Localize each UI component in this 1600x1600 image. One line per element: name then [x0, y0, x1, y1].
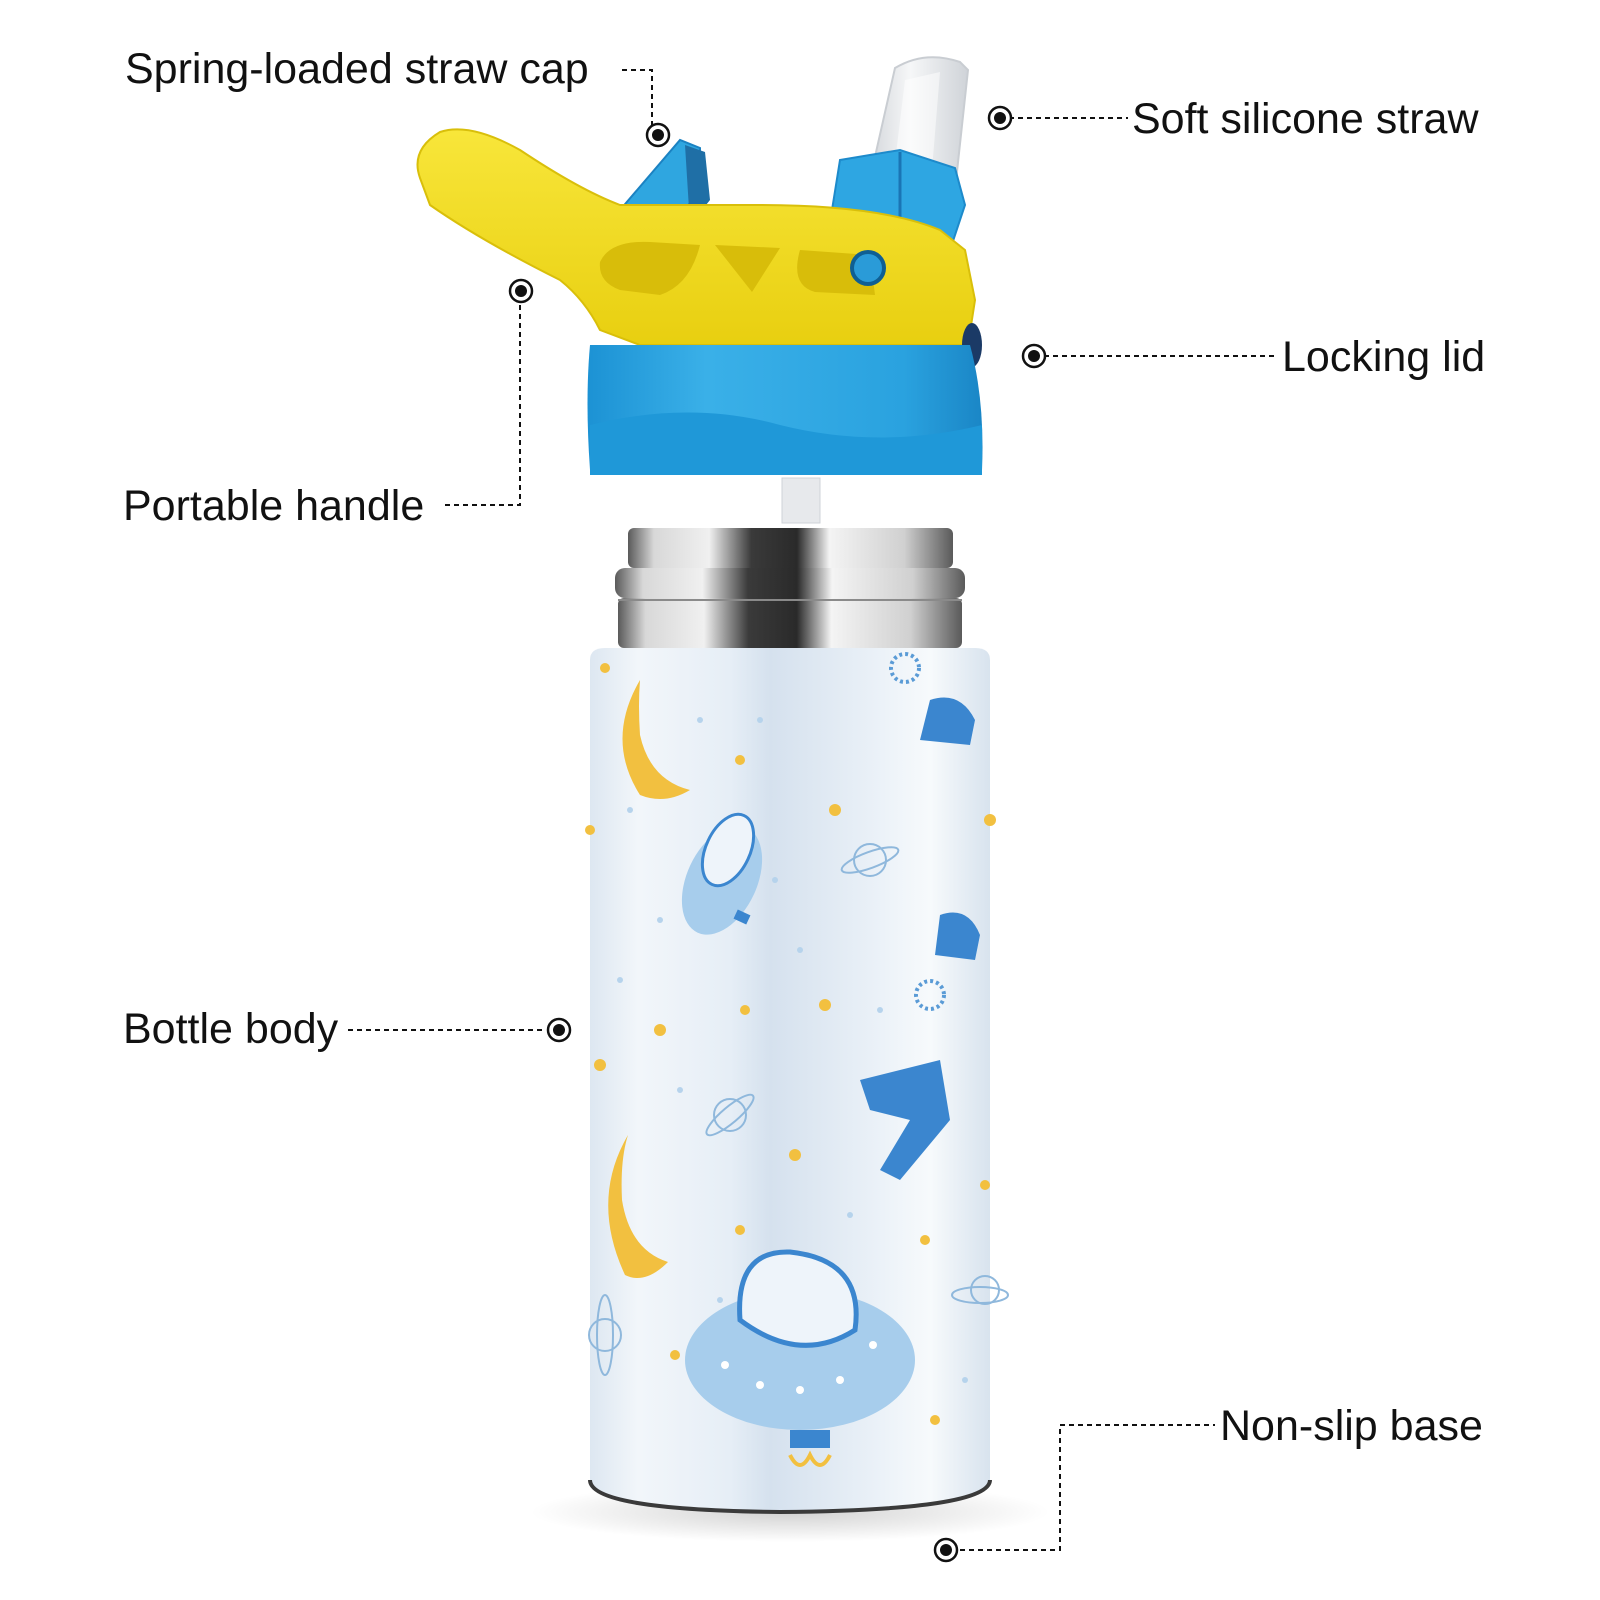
- callout-lines: [348, 69, 1275, 1551]
- callout-line-straw-cap: [622, 69, 653, 125]
- moon-motif: [622, 680, 690, 799]
- planet-motif: [588, 843, 1009, 1376]
- label-bottle-body: Bottle body: [123, 1005, 339, 1053]
- callout-markers: [508, 105, 1047, 1563]
- portable-handle: [416, 128, 977, 346]
- moon-motif: [608, 1135, 668, 1279]
- target-marker-icon: [645, 122, 671, 148]
- star-motifs: [585, 663, 996, 1425]
- target-marker-icon: [933, 1537, 959, 1563]
- ufo-motif-large: [685, 1249, 915, 1467]
- bottle-body: [585, 648, 1009, 1515]
- ufo-motif: [681, 812, 763, 935]
- label-locking-lid: Locking lid: [1282, 333, 1486, 381]
- label-non-slip-base: Non-slip base: [1220, 1402, 1483, 1450]
- label-portable-handle: Portable handle: [123, 482, 425, 530]
- lid-assembly: [416, 56, 983, 475]
- label-spring-loaded-straw-cap: Spring-loaded straw cap: [125, 45, 589, 93]
- rocket-motif: [860, 652, 980, 1180]
- inner-straw: [781, 477, 821, 524]
- target-marker-icon: [987, 105, 1013, 131]
- steel-neck: [615, 528, 965, 648]
- target-marker-icon: [508, 278, 534, 304]
- target-marker-icon: [1021, 343, 1047, 369]
- callout-line-non-slip-base: [960, 1424, 1215, 1551]
- target-marker-icon: [546, 1017, 572, 1043]
- label-soft-silicone-straw: Soft silicone straw: [1132, 95, 1479, 143]
- dot-motifs: [617, 717, 968, 1383]
- callout-line-portable-handle: [445, 305, 521, 506]
